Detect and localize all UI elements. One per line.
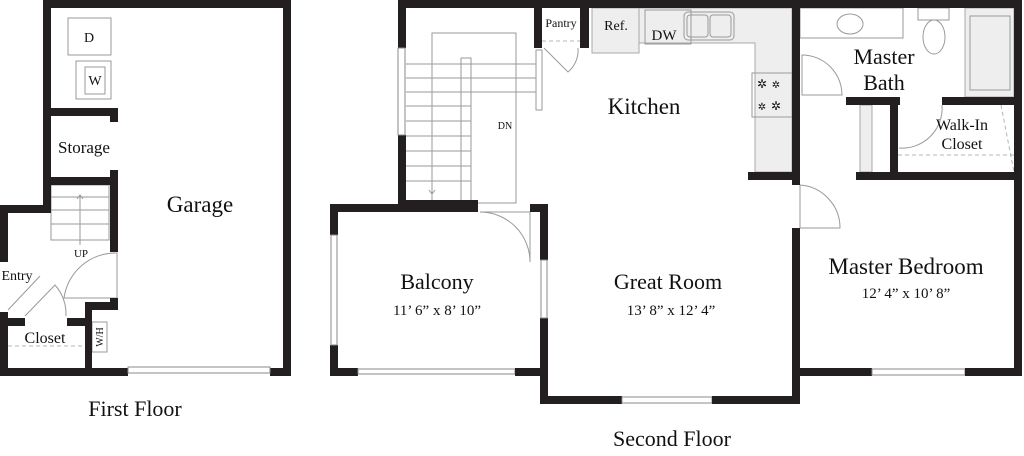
great-room-size: 13’ 8” x 12’ 4” <box>627 303 716 319</box>
first-floor-title: First Floor <box>88 396 182 421</box>
burner-icon: ✲ <box>757 77 767 91</box>
master-bedroom-size: 12’ 4” x 10’ 8” <box>862 286 951 302</box>
window <box>871 368 966 376</box>
window <box>330 234 338 346</box>
burner-icon: ✲ <box>771 99 781 113</box>
window <box>540 259 548 319</box>
closet-label: Closet <box>25 330 66 347</box>
walkin-closet-label: Walk-In <box>936 117 988 134</box>
master-bedroom-label: Master Bedroom <box>828 254 983 279</box>
kitchen-label: Kitchen <box>608 94 681 119</box>
balcony-size: 11’ 6” x 8’ 10” <box>393 303 481 319</box>
dishwasher <box>644 9 692 45</box>
water-heater-label: W/H <box>95 327 106 346</box>
master-bath-label: Bath <box>863 70 905 95</box>
dryer-label: D <box>84 31 94 46</box>
balcony-label: Balcony <box>400 269 473 294</box>
burner-icon: ✲ <box>758 102 766 113</box>
window <box>397 47 406 136</box>
stairs-down <box>406 32 543 204</box>
stairs-down-label: DN <box>498 121 512 132</box>
pantry-door[interactable] <box>543 47 579 73</box>
closet-door[interactable] <box>898 104 943 149</box>
entry-label: Entry <box>1 269 32 284</box>
garage-entry-door[interactable] <box>63 252 118 299</box>
walkin-closet-label: Closet <box>942 136 983 153</box>
pantry-label: Pantry <box>545 16 576 30</box>
bathtub <box>964 7 1015 98</box>
window <box>621 396 713 404</box>
washer-label: W <box>88 74 102 89</box>
toilet-icon <box>922 19 946 55</box>
burner-icon: ✲ <box>772 80 780 91</box>
garage-door[interactable] <box>127 366 271 374</box>
great-room-label: Great Room <box>614 269 722 294</box>
sink <box>683 11 735 41</box>
balcony-door[interactable] <box>479 211 531 263</box>
second-floor-plan: ✲ ✲ ✲ ✲ <box>330 0 1022 451</box>
bath-door[interactable] <box>801 54 843 96</box>
storage-label: Storage <box>58 138 110 157</box>
washer <box>75 60 112 100</box>
master-bath-label: Master <box>853 44 915 69</box>
balcony-sliding-door[interactable] <box>357 368 516 375</box>
entry-door[interactable] <box>7 275 67 317</box>
sink-icon <box>836 13 864 35</box>
garage-label: Garage <box>167 192 233 217</box>
dryer <box>67 17 112 56</box>
dishwasher-label: DW <box>652 28 678 44</box>
stairs-up <box>50 184 110 245</box>
shelf <box>859 104 873 173</box>
refrigerator-label: Ref. <box>604 19 628 34</box>
bedroom-door[interactable] <box>799 184 841 229</box>
first-floor-plan: D W Storage Garage UP Entry Closet W/H F… <box>0 0 291 421</box>
second-floor-title: Second Floor <box>613 426 732 451</box>
refrigerator <box>591 7 640 54</box>
stairs-up-label: UP <box>74 248 88 260</box>
